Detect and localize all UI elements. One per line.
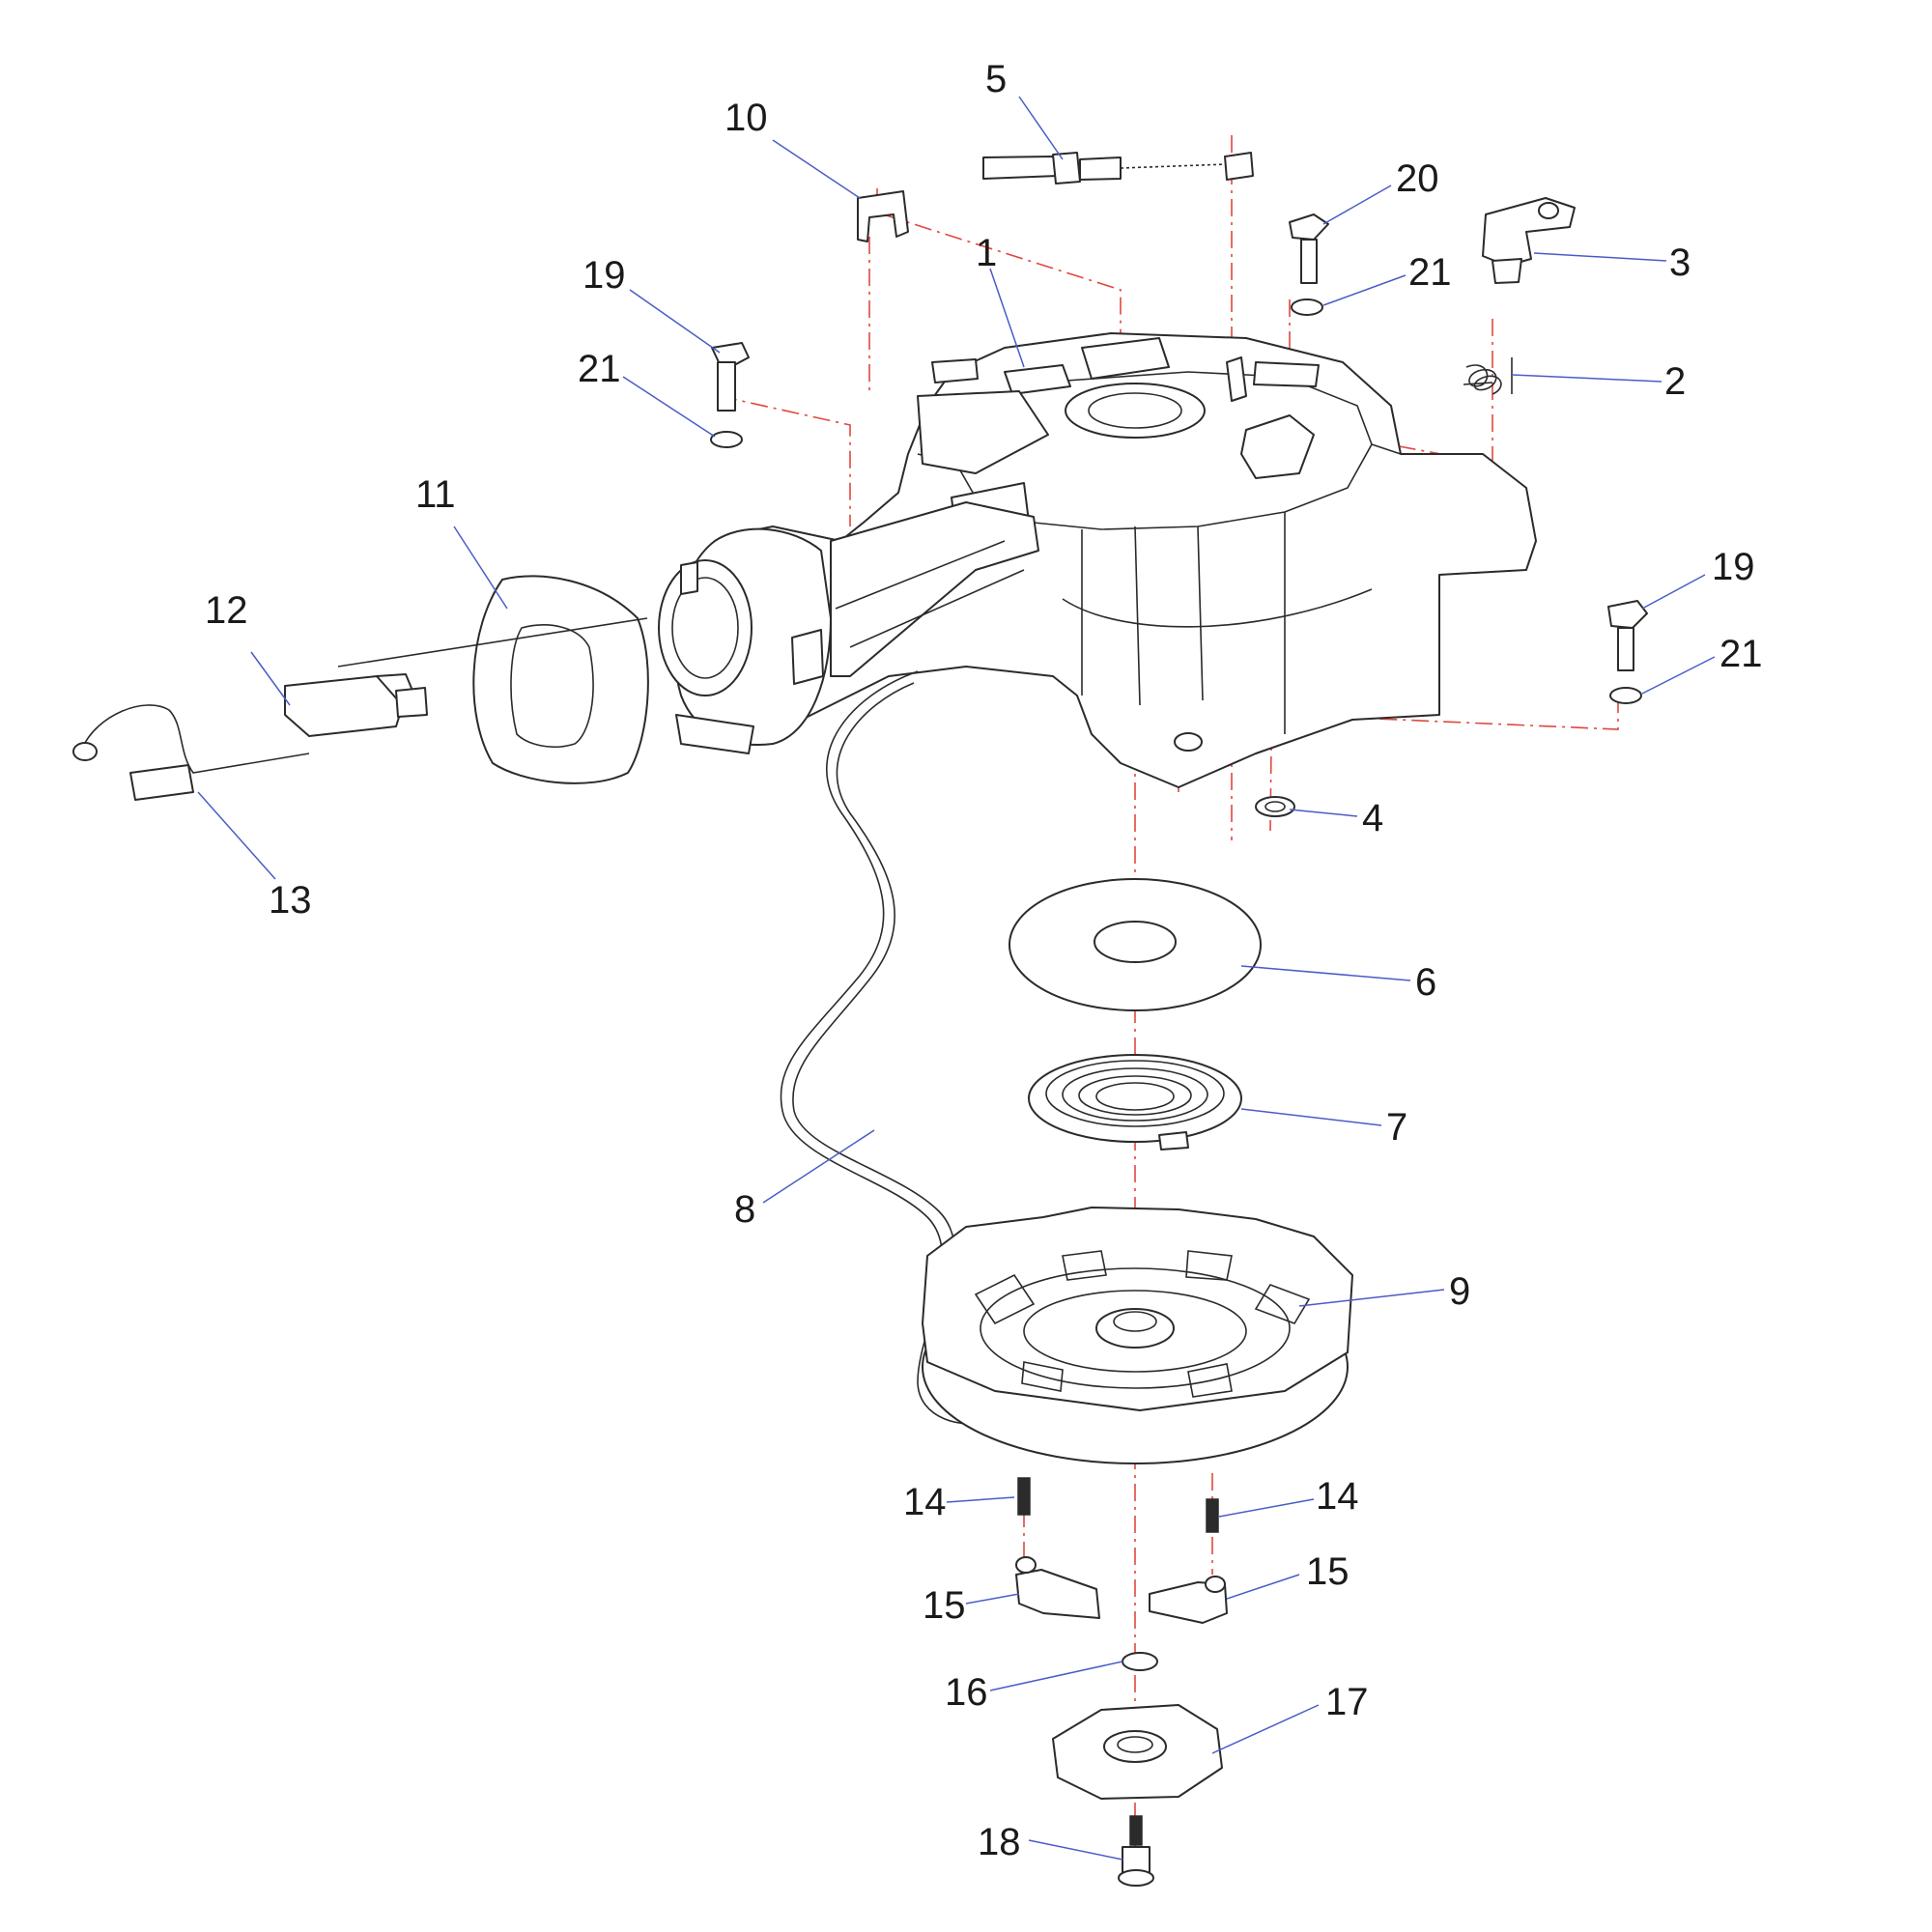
callout-14-right: 14 [1316,1475,1359,1518]
callout-8: 8 [734,1188,755,1231]
callout-11: 11 [415,473,456,516]
bolt-top [1289,213,1329,284]
retaining-clip [1255,796,1295,817]
callout-7: 7 [1386,1106,1407,1149]
handle-grommet [472,575,649,784]
callout-15-right: 15 [1306,1550,1350,1593]
callout-10: 10 [724,97,768,139]
washer-right [1609,687,1642,704]
center-screw [1118,1815,1154,1887]
callout-2: 2 [1664,360,1686,403]
callout-19-right: 19 [1712,546,1755,588]
retainer-ring [1122,1652,1158,1671]
callout-19-left: 19 [582,254,626,297]
callout-4: 4 [1362,797,1383,839]
torsion-spring [1463,357,1513,395]
brake-lever [1482,197,1576,284]
handle-grip-cap [72,704,310,801]
pawl-right [1149,1576,1228,1624]
callout-21-top: 21 [1408,251,1452,294]
cable-clip [857,190,909,242]
ratchet-plate [1052,1704,1223,1800]
bolt-right [1607,600,1648,671]
callout-12: 12 [205,589,248,632]
washer-left [710,431,743,448]
leader-lines [197,96,1716,1861]
callout-21-left: 21 [578,348,621,390]
callout-17: 17 [1325,1681,1369,1723]
callout-15-left: 15 [923,1584,966,1627]
callout-6: 6 [1415,961,1436,1004]
pawl-spring-left [1017,1477,1031,1516]
callout-14-left: 14 [903,1481,947,1523]
callout-labels: 1 2 3 4 5 6 7 8 9 10 11 12 13 14 14 15 1… [205,58,1763,1863]
callout-5: 5 [985,58,1007,100]
callout-20: 20 [1396,157,1439,200]
throttle-cable [982,152,1254,185]
washer-top [1291,298,1323,316]
callout-21-right: 21 [1719,633,1763,675]
callout-16: 16 [945,1671,988,1714]
rope-pulley [922,1207,1353,1464]
callout-3: 3 [1669,242,1690,284]
callout-18: 18 [978,1821,1021,1863]
starter-handle [284,617,648,737]
spring-cover-disc [1009,878,1262,1011]
starter-housing [658,332,1537,788]
recoil-spring [1028,1054,1242,1151]
callout-13: 13 [269,879,312,922]
bolt-left [711,342,750,412]
pawl-spring-right [1206,1498,1219,1533]
callout-1: 1 [976,232,997,274]
callout-9: 9 [1449,1270,1470,1313]
pawl-left [1015,1556,1100,1619]
